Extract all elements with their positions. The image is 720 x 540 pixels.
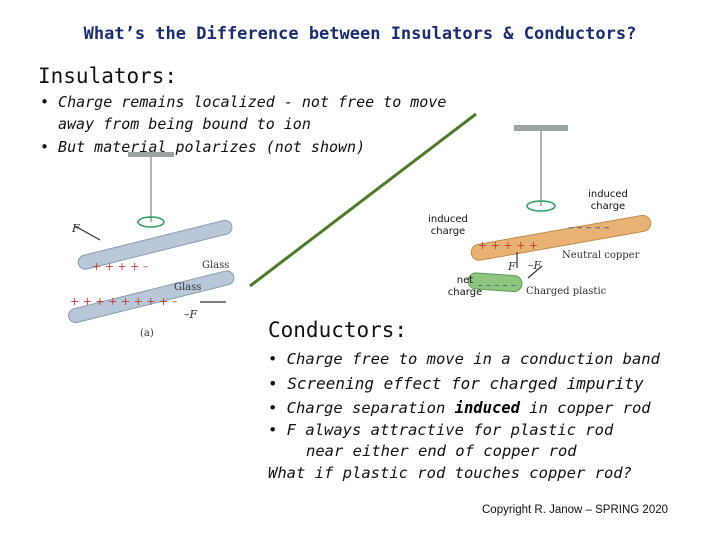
glass-rod-upper <box>77 219 233 270</box>
copper-plus-charges: + + + + + <box>478 239 538 252</box>
slide-title: What’s the Difference between Insulators… <box>83 24 637 44</box>
insulators-bullet-1-line-2: away from being bound to ion <box>58 115 311 133</box>
glass-upper-charges: + + + + – <box>92 260 149 273</box>
glass-lower-label: Glass <box>174 282 201 293</box>
plastic-rod <box>467 272 523 293</box>
force-arrow-plastic <box>527 265 543 279</box>
net-charge-line-2: charge <box>447 287 483 298</box>
copyright-text: Copyright R. Janow – SPRING 2020 <box>482 504 669 516</box>
induced-charge-right-label: induced charge <box>580 189 636 213</box>
glass-lower-charges: + + + + + + + + – <box>70 295 178 308</box>
left-rotation-arrow <box>137 216 165 228</box>
net-charge-line-1: net <box>456 275 474 286</box>
conductors-bullet-4-line-2: near either end of copper rod <box>306 442 577 460</box>
copper-rod <box>470 214 652 261</box>
plastic-charges: – – – – – <box>478 280 516 291</box>
right-support-bar <box>514 125 568 131</box>
conductors-bullet-3-pre: • Charge separation <box>268 399 455 417</box>
conductors-question: What if plastic rod touches copper rod? <box>268 464 632 482</box>
copper-label: Neutral copper <box>562 250 640 261</box>
conductors-bullet-1: • Charge free to move in a conduction ba… <box>268 350 660 368</box>
right-rotation-arrow <box>526 200 556 212</box>
conductors-bullet-3-emphasis: induced <box>454 399 520 417</box>
net-charge-label: net charge <box>440 275 490 299</box>
force-label-upper: F <box>71 222 80 235</box>
insulators-heading: Insulators: <box>38 64 178 88</box>
conductors-bullet-3: • Charge separation induced in copper ro… <box>268 399 651 417</box>
copper-minus-charges: – – – – – <box>568 221 610 234</box>
force-label-lower: –F <box>184 308 198 321</box>
induced-charge-left-label: induced charge <box>420 214 476 238</box>
induced-left-line-1: induced <box>428 214 468 225</box>
conductors-bullet-2: • Screening effect for charged impurity <box>268 374 644 393</box>
insulators-bullet-2: • But material polarizes (not shown) <box>40 138 366 156</box>
part-label: (a) <box>140 328 154 339</box>
induced-left-line-2: charge <box>430 226 466 237</box>
induced-right-line-2: charge <box>590 201 626 212</box>
force-label-plastic: –F <box>528 259 542 272</box>
induced-right-line-1: induced <box>588 189 628 200</box>
conductors-bullet-4-line-1: • F always attractive for plastic rod <box>268 421 614 439</box>
diagonal-divider <box>249 112 477 288</box>
insulators-bullet-1-line-1: • Charge remains localized - not free to… <box>40 93 447 111</box>
force-arrow-upper <box>74 225 101 241</box>
left-support-bar <box>128 152 174 157</box>
plastic-label: Charged plastic <box>526 286 607 297</box>
force-label-copper: F <box>507 260 516 273</box>
glass-rod-lower <box>68 270 235 324</box>
conductors-heading: Conductors: <box>268 318 408 342</box>
glass-upper-label: Glass <box>202 260 229 271</box>
conductors-bullet-3-post: in copper rod <box>519 399 651 417</box>
